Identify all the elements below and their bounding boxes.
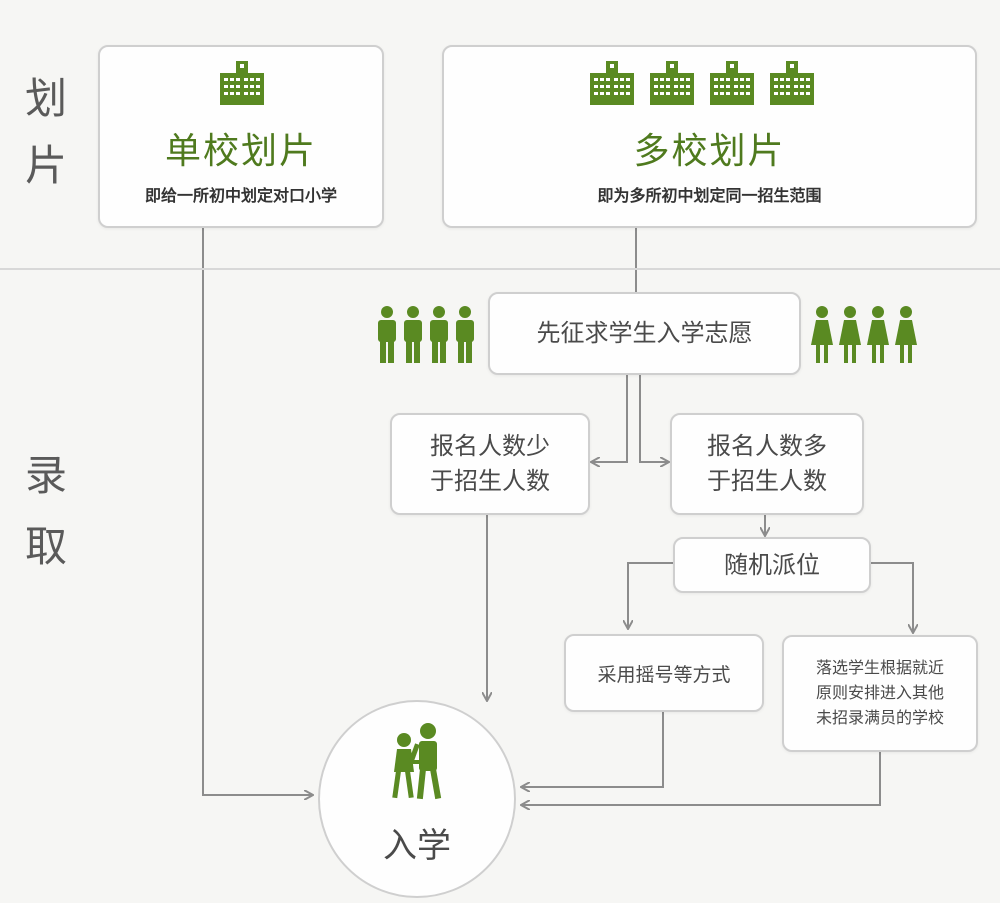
boy-students-group <box>376 305 476 365</box>
single-school-box: 单校划片 即给一所初中划定对口小学 <box>98 45 384 228</box>
school-building-icon <box>217 59 267 109</box>
boy-student-icon <box>378 306 396 363</box>
section-zoning-char-2: 片 <box>25 141 68 190</box>
girl-student-icon <box>811 306 833 363</box>
multi-school-box: 多校划片 即为多所初中划定同一招生范围 <box>442 45 977 228</box>
more-applicants-line1: 报名人数多 <box>707 432 827 461</box>
girl-student-icon <box>895 306 917 363</box>
section-admission-char-1: 录 <box>25 451 68 500</box>
first-wish-box: 先征求学生入学志愿 <box>488 292 801 375</box>
random-allocation-box: 随机派位 <box>673 537 871 593</box>
fewer-applicants-line2: 于招生人数 <box>430 467 550 495</box>
girl-student-icon <box>839 306 861 363</box>
school-building-icon <box>590 61 634 105</box>
enroll-circle <box>318 700 516 898</box>
fewer-applicants-line1: 报名人数少 <box>430 432 550 461</box>
fewer-applicants-box: 报名人数少 于招生人数 <box>390 413 590 515</box>
girl-students-group <box>810 305 918 365</box>
lottery-box: 采用摇号等方式 <box>564 634 764 712</box>
section-zoning-char-1: 划 <box>25 74 68 123</box>
enroll-label: 入学 <box>383 826 451 866</box>
multi-school-desc: 即为多所初中划定同一招生范围 <box>597 186 822 205</box>
more-applicants-box: 报名人数多 于招生人数 <box>670 413 864 515</box>
school-building-icon <box>650 61 694 105</box>
leftover-line3: 未招录满员的学校 <box>815 707 944 727</box>
section-admission-char-2: 取 <box>25 522 68 571</box>
girl-student-icon <box>867 306 889 363</box>
single-school-desc: 即给一所初中划定对口小学 <box>144 186 337 205</box>
school-building-icon <box>710 61 754 105</box>
students-walking-icon <box>382 722 452 802</box>
leftover-line2: 原则安排进入其他 <box>815 683 944 703</box>
more-applicants-line2: 于招生人数 <box>707 467 827 495</box>
boy-student-icon <box>456 306 474 363</box>
section-divider <box>0 268 1000 270</box>
leftover-line1: 落选学生根据就近 <box>815 658 944 678</box>
school-building-icon <box>770 61 814 105</box>
leftover-students-box: 落选学生根据就近 原则安排进入其他 未招录满员的学校 <box>782 635 978 752</box>
single-school-title: 单校划片 <box>164 131 317 172</box>
multi-school-title: 多校划片 <box>633 131 786 172</box>
boy-student-icon <box>404 306 422 363</box>
boy-student-icon <box>430 306 448 363</box>
